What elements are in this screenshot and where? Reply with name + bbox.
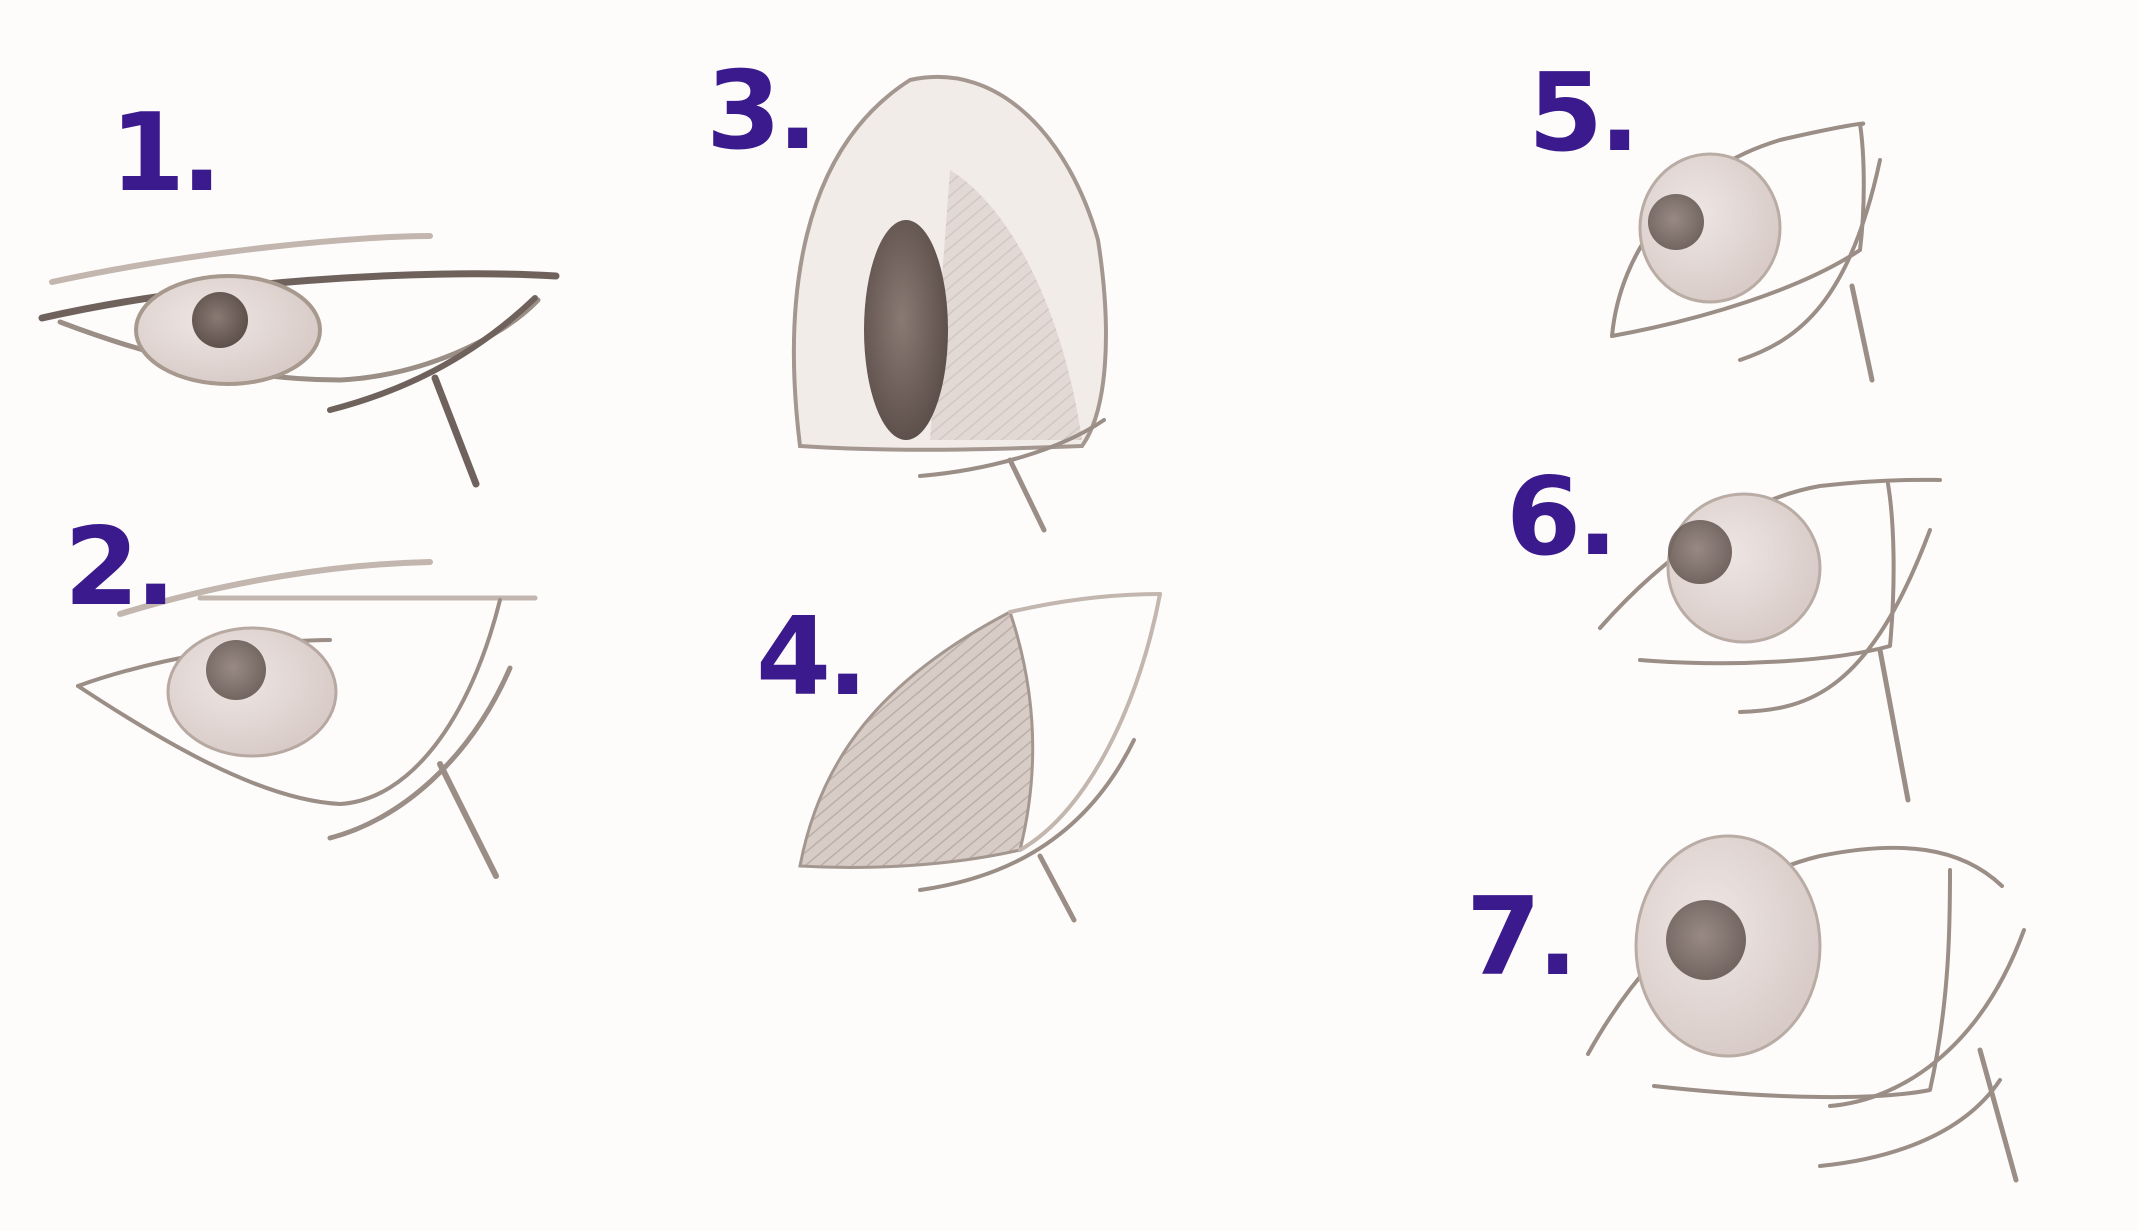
slit-pupil: [864, 220, 948, 440]
sketch-label-7: 7.: [1466, 875, 1578, 1000]
eye-sketch-4: [798, 592, 1162, 923]
eye-sketch-6: [1598, 477, 1942, 803]
sketch-label-3: 3.: [706, 49, 818, 174]
sketch-label-5: 5.: [1528, 51, 1640, 176]
sketch-label-2: 2.: [64, 505, 176, 630]
eye-sketch-3: [792, 74, 1108, 533]
eye-sketch-5: [1610, 121, 1882, 383]
eye-sketch-2: [76, 559, 538, 879]
pupil: [192, 292, 248, 348]
eye-sketch-7: [1586, 834, 2026, 1183]
eye-sketch-1: [38, 233, 560, 488]
sketch-label-4: 4.: [756, 595, 868, 720]
sketch-label-6: 6.: [1506, 455, 1618, 580]
sketch-label-1: 1.: [110, 91, 222, 216]
